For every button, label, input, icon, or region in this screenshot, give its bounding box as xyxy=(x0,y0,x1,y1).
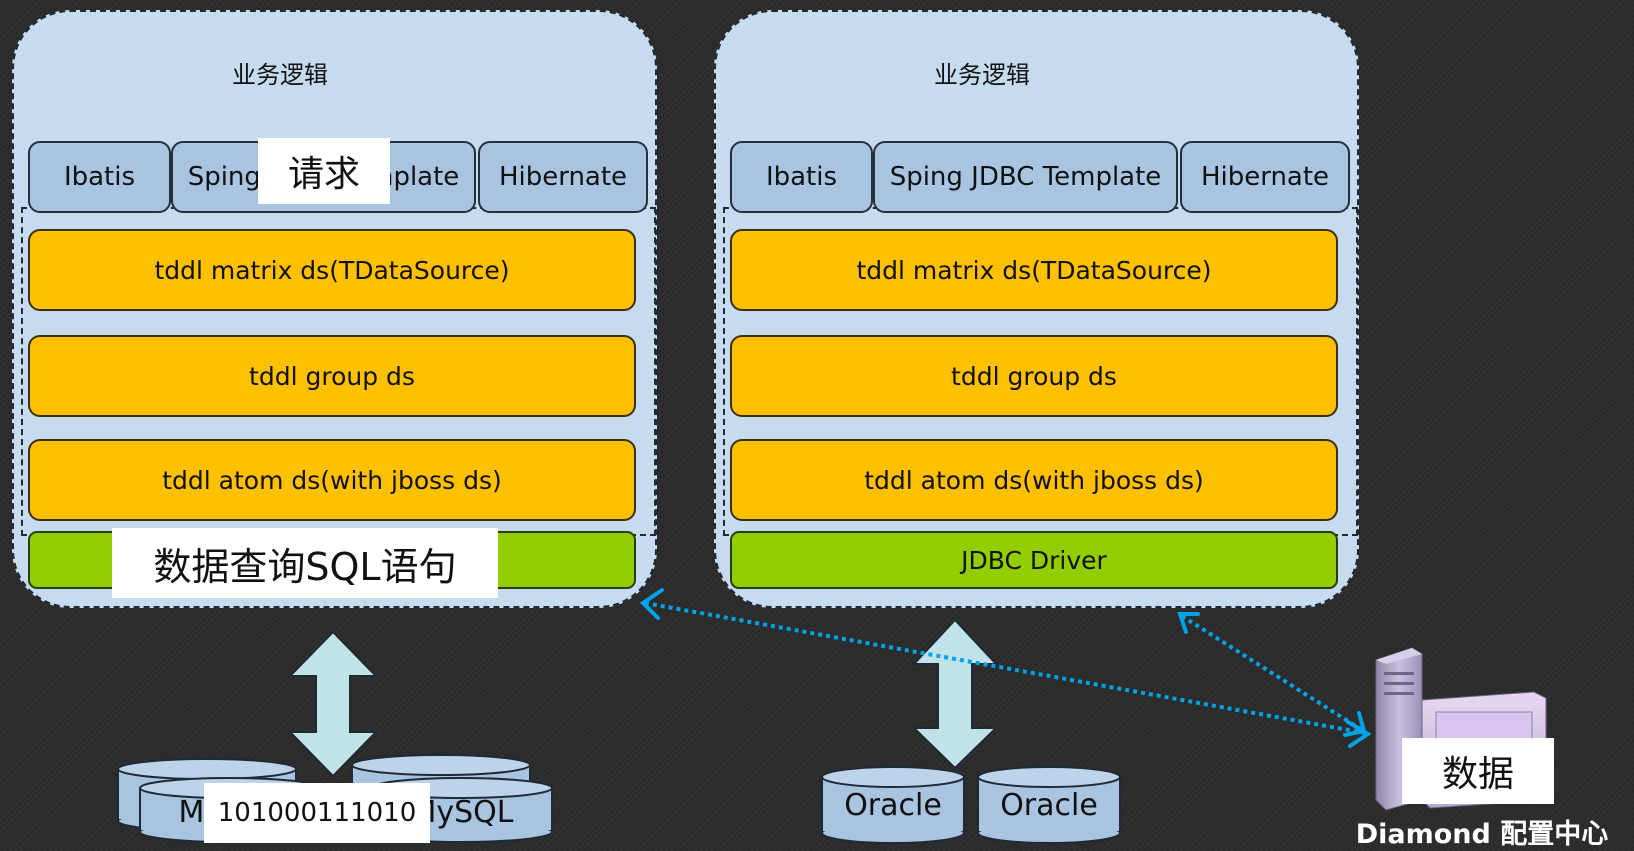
right-layer-matrix: tddl matrix ds(TDataSource) xyxy=(730,229,1338,311)
left-bidirectional-arrow xyxy=(287,630,379,778)
request-annotation: 请求 xyxy=(258,138,390,204)
oracle-cylinder-right xyxy=(977,766,1121,844)
oracle-label-right: Oracle xyxy=(1000,787,1098,823)
sql-annotation: 数据查询SQL语句 xyxy=(112,528,498,598)
left-layer-group: tddl group ds xyxy=(28,335,636,417)
config-dotted-arrows xyxy=(644,601,1366,735)
oracle-label-left: Oracle xyxy=(844,787,942,823)
left-layer-atom: tddl atom ds(with jboss ds) xyxy=(28,439,636,521)
oracle-cylinder-left xyxy=(821,766,965,844)
right-bidirectional-arrow xyxy=(911,618,999,770)
right-layer-group: tddl group ds xyxy=(730,335,1338,417)
right-layer-atom: tddl atom ds(with jboss ds) xyxy=(730,439,1338,521)
right-jdbc-driver: JDBC Driver xyxy=(730,531,1338,589)
binary-annotation: 101000111010 xyxy=(204,783,430,843)
config-center-label: Diamond 配置中心 xyxy=(1355,819,1609,850)
left-framework-ibatis: Ibatis xyxy=(28,141,171,213)
left-business-logic-label: 业务逻辑 xyxy=(232,61,328,89)
right-framework-ibatis: Ibatis xyxy=(730,141,873,213)
data-annotation: 数据 xyxy=(1402,738,1554,804)
left-layer-matrix: tddl matrix ds(TDataSource) xyxy=(28,229,636,311)
right-framework-hibernate: Hibernate xyxy=(1180,141,1350,213)
right-framework-spring-jdbc: Sping JDBC Template xyxy=(873,141,1178,213)
right-business-logic-label: 业务逻辑 xyxy=(934,61,1030,89)
config-arrowheads xyxy=(639,588,1372,748)
left-framework-hibernate: Hibernate xyxy=(478,141,648,213)
